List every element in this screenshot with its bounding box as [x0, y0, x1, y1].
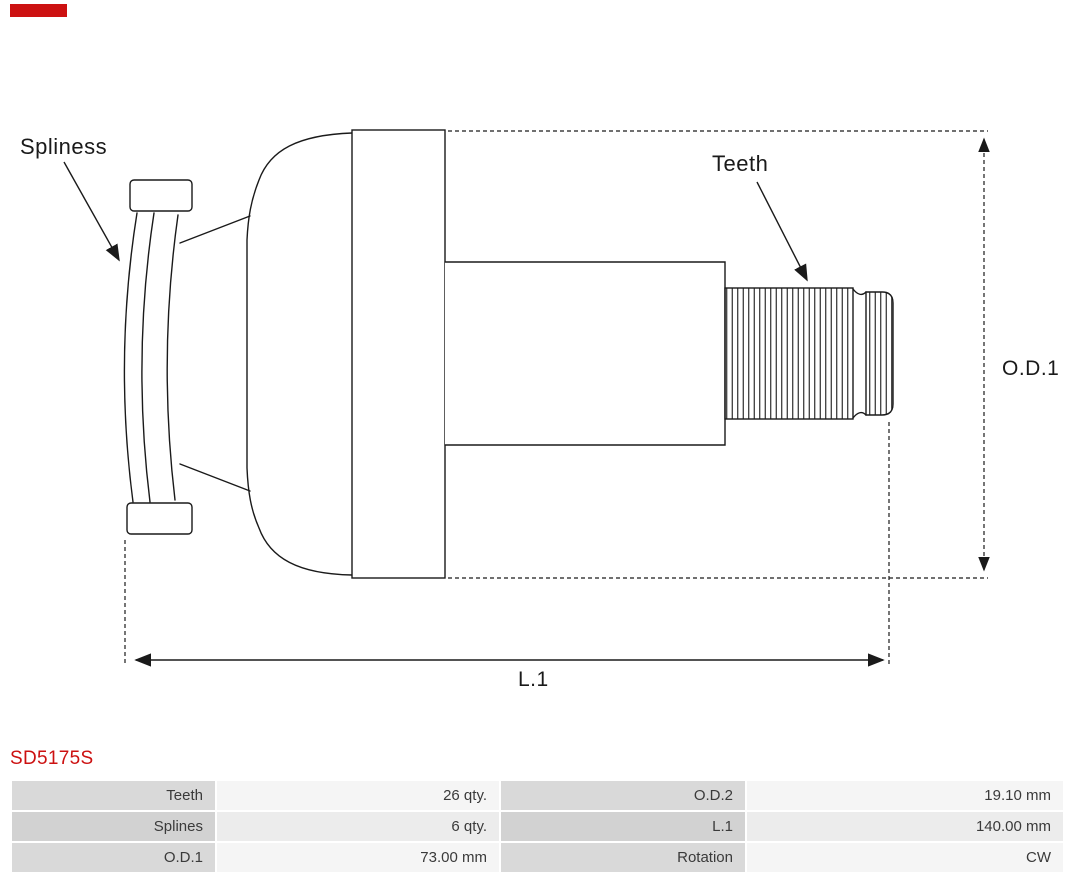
collar-bottom-tab: [126, 502, 193, 535]
technical-drawing: O.D.1 L.1 Spliness Teeth: [20, 129, 1059, 691]
od1-dimension: O.D.1: [978, 137, 1059, 572]
brand-logo: [10, 4, 67, 17]
spec-label-cell: Splines: [12, 812, 215, 841]
dimension-extension-lines: [124, 130, 988, 666]
spliness-callout: Spliness: [20, 134, 120, 262]
spec-label-cell: Teeth: [12, 781, 215, 810]
spliness-leader-arrow: [63, 161, 120, 262]
spline-teeth-section: [724, 287, 854, 420]
spec-label-cell: O.D.1: [12, 843, 215, 872]
collar-inner-arc: [166, 214, 179, 501]
clutch-housing: [246, 132, 353, 576]
spec-table: Teeth 26 qty. O.D.2 19.10 mm Splines 6 q…: [10, 779, 1065, 874]
shaft: [444, 261, 726, 446]
teeth-callout: Teeth: [712, 151, 808, 282]
spec-label-cell: O.D.2: [501, 781, 745, 810]
spec-value-cell: 19.10 mm: [747, 781, 1063, 810]
cone-bottom-edge: [179, 463, 251, 492]
teeth-label: Teeth: [712, 151, 768, 176]
teeth-leader-arrow: [756, 181, 808, 282]
spec-value-cell: CW: [747, 843, 1063, 872]
spec-value-cell: 73.00 mm: [217, 843, 499, 872]
groove-top: [852, 288, 867, 296]
spec-row: Splines 6 qty. L.1 140.00 mm: [12, 812, 1063, 841]
spec-label-cell: L.1: [501, 812, 745, 841]
pinion-drive-outline: [123, 129, 894, 579]
spliness-label: Spliness: [20, 134, 107, 159]
spec-value-cell: 6 qty.: [217, 812, 499, 841]
od1-label: O.D.1: [1002, 357, 1059, 380]
l1-label: L.1: [518, 668, 549, 691]
spec-value-cell: 140.00 mm: [747, 812, 1063, 841]
cone-top-edge: [179, 215, 251, 244]
spec-label-cell: Rotation: [501, 843, 745, 872]
collar-outer-arc: [123, 212, 138, 503]
l1-dimension: L.1: [134, 653, 885, 691]
shaft-tip: [865, 291, 894, 416]
collar-top-tab: [129, 179, 193, 212]
spec-row: O.D.1 73.00 mm Rotation CW: [12, 843, 1063, 872]
groove-bottom: [852, 411, 867, 419]
front-cylinder: [351, 129, 446, 579]
collar-mid-arc: [141, 212, 155, 503]
spec-value-cell: 26 qty.: [217, 781, 499, 810]
part-number: SD5175S: [10, 748, 94, 769]
spec-row: Teeth 26 qty. O.D.2 19.10 mm: [12, 781, 1063, 810]
